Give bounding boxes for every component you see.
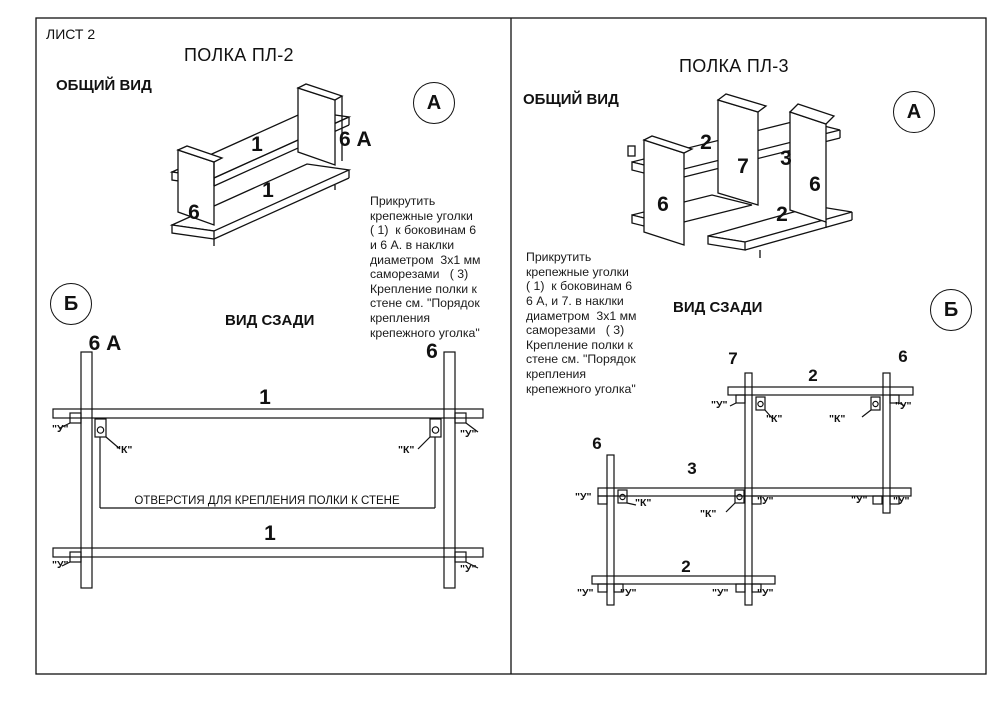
- left-isometric-drawing: [169, 83, 352, 246]
- left-u-mark: "У": [52, 559, 69, 571]
- drawing-labels: 1 1 6 6 А 6 А 6 1 1 "У" "У" "У" "У" "К" …: [52, 128, 912, 599]
- right-u-mark: "У": [620, 587, 637, 599]
- right-k-mark: "К": [766, 413, 782, 425]
- left-back-view: ВИД СЗАДИ: [225, 312, 315, 329]
- left-k-mark: "К": [398, 444, 414, 456]
- right-label-p6-left: 6: [657, 193, 669, 216]
- left-label-side-a: 6 А: [339, 128, 372, 151]
- right-label-p2-top: 2: [700, 131, 712, 154]
- left-label-side: 6: [188, 201, 200, 224]
- left-label-shelf-top: 1: [251, 133, 263, 156]
- right-label-p2-bottom: 2: [776, 203, 788, 226]
- page-frame: [35, 17, 987, 675]
- sheet-number: ЛИСТ 2: [46, 26, 96, 42]
- right-label-p7: 7: [737, 155, 749, 178]
- right-label-p3: 3: [780, 147, 792, 170]
- right-back-label-p6-left: 6: [592, 434, 601, 453]
- left-back-label-shelf-top: 1: [259, 386, 271, 409]
- right-u-mark: "У": [757, 587, 774, 599]
- right-back-label-p2-bottom: 2: [681, 557, 690, 576]
- right-circle-b: Б: [930, 289, 972, 331]
- right-u-mark: "У": [895, 400, 912, 412]
- right-isometric-drawing: [627, 93, 853, 258]
- right-back-label-p6-right: 6: [898, 347, 907, 366]
- right-title: ПОЛКА ПЛ-3: [679, 56, 789, 76]
- left-k-mark: "К": [116, 444, 132, 456]
- left-label-shelf-bottom: 1: [262, 179, 274, 202]
- right-k-mark: "К": [829, 413, 845, 425]
- left-back-view-drawing: [52, 351, 484, 589]
- holes-caption: ОТВЕРСТИЯ ДЛЯ КРЕПЛЕНИЯ ПОЛКИ К СТЕНЕ: [134, 495, 400, 507]
- left-back-label-side: 6: [426, 340, 438, 363]
- right-u-mark: "У": [711, 399, 728, 411]
- right-u-mark: "У": [577, 587, 594, 599]
- right-back-label-p2-top: 2: [808, 366, 817, 385]
- left-circle-a: А: [413, 82, 455, 124]
- left-back-label-side-a: 6 А: [89, 332, 122, 355]
- left-u-mark: "У": [460, 428, 477, 440]
- left-title: ПОЛКА ПЛ-2: [184, 45, 294, 65]
- left-general-view: ОБЩИЙ ВИД: [56, 77, 152, 94]
- right-u-mark: "У": [757, 495, 774, 507]
- right-u-mark: "У": [851, 494, 868, 506]
- right-label-p6-right: 6: [809, 173, 821, 196]
- right-u-mark: "У": [575, 491, 592, 503]
- right-back-label-p7: 7: [728, 349, 737, 368]
- right-circle-a: А: [893, 91, 935, 133]
- left-circle-b: Б: [50, 283, 92, 325]
- right-k-mark: "К": [635, 497, 651, 509]
- right-u-mark: "У": [712, 587, 729, 599]
- right-general-view: ОБЩИЙ ВИД: [523, 91, 619, 108]
- right-back-label-p3: 3: [687, 459, 696, 478]
- left-u-mark: "У": [460, 563, 477, 575]
- right-back-view-drawing: [591, 372, 914, 606]
- left-back-label-shelf-bottom: 1: [264, 522, 276, 545]
- right-back-view: ВИД СЗАДИ: [673, 299, 763, 316]
- left-u-mark: "У": [52, 423, 69, 435]
- right-k-mark: "К": [700, 508, 716, 520]
- right-u-mark: "У": [893, 495, 910, 507]
